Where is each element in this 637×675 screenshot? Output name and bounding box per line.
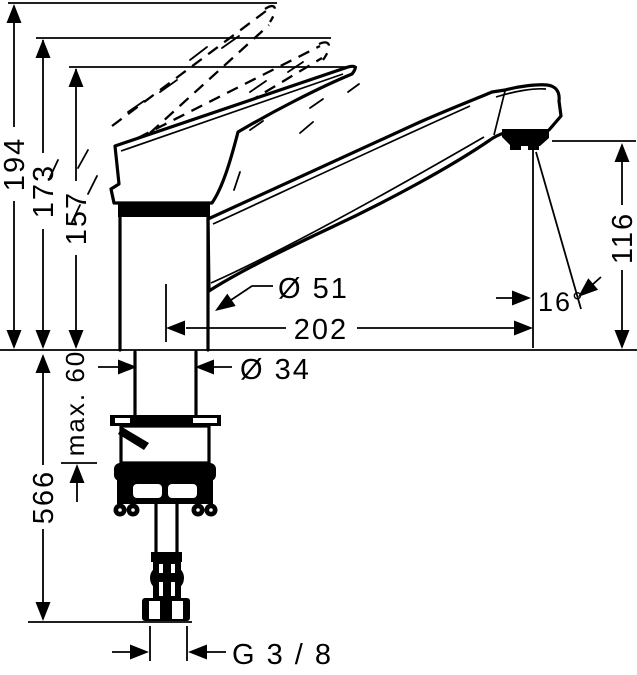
dimension-max60: max. 60: [60, 350, 90, 502]
thread-nut: [142, 598, 190, 621]
dim-173-label: 173: [28, 164, 60, 218]
dim-thread-label: G 3 / 8: [232, 639, 333, 671]
dimension-194: 194: [0, 4, 31, 349]
mounting-bracket: [117, 480, 213, 504]
spray-axis-line: [535, 151, 582, 310]
dimension-202: 202: [166, 314, 533, 346]
handle-raised-max-bottom: [149, 24, 270, 134]
dimension-157: 157: [61, 68, 93, 349]
dim-566-label: 566: [28, 470, 60, 524]
dim-157-label: 157: [61, 191, 93, 245]
flange-slot-left: [115, 418, 130, 423]
spout-top-highlight: [212, 105, 471, 225]
dimension-566: 566: [28, 354, 60, 621]
handle-raised-max-tip: [264, 4, 277, 23]
dim-angle16-label: 16°: [538, 287, 585, 317]
handle-lever-highlight: [120, 73, 344, 152]
bracket-feet: [113, 503, 218, 517]
handle-raised-mid-top: [119, 44, 321, 149]
aerator-tooth-left: [510, 143, 521, 150]
mounting-flange: [110, 415, 221, 426]
dimension-dia51: Ø 51: [215, 273, 349, 311]
flange-slot-right: [193, 418, 217, 423]
dimension-173: 173: [28, 39, 60, 349]
seal-ring: [114, 463, 216, 481]
braided-hose: [150, 562, 184, 598]
body-top-band: [118, 204, 210, 217]
aerator-tooth-right: [528, 143, 539, 150]
dimension-dia34: Ø 34: [98, 354, 311, 386]
mounting-assembly: [110, 350, 221, 621]
dim-202-label: 202: [294, 314, 348, 346]
spout-head-top-line: [495, 87, 547, 98]
spout-head-back-edge: [493, 90, 506, 136]
spout-bottom-highlight: [210, 136, 485, 284]
bracket-slot-left: [133, 484, 162, 498]
extension-lines: [0, 2, 637, 661]
mounting-body: [119, 424, 211, 465]
handle-lever: [109, 64, 357, 205]
spout-outline: [206, 83, 563, 293]
dim-dia51-label: Ø 51: [278, 273, 349, 305]
aerator: [502, 129, 549, 146]
dimension-thread: G 3 / 8: [112, 639, 333, 671]
bracket-slot-right: [168, 484, 197, 498]
dim-194-label: 194: [0, 137, 31, 191]
dim-116-label: 116: [607, 212, 637, 264]
dimension-angle16: 16°: [496, 151, 602, 317]
faucet-body: [109, 64, 563, 352]
hose-crimp: [151, 552, 182, 562]
handle-raised-mid-tip: [318, 41, 331, 61]
handle-raised-max-top: [111, 10, 267, 127]
dimension-116: 116: [607, 143, 637, 349]
dim-dia34-label: Ø 34: [240, 354, 311, 386]
dim-max60-label: max. 60: [60, 350, 90, 457]
clamp-wedge: [118, 427, 149, 450]
